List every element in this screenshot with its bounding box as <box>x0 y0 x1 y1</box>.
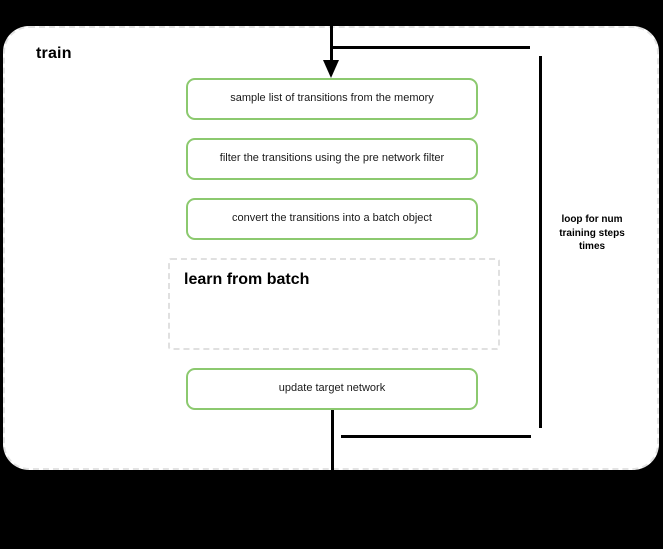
loop-corner-bottom-right <box>0 17 17 34</box>
entry-wire <box>330 0 333 62</box>
node-update-target-network[interactable]: update target network <box>186 368 478 410</box>
loop-wire-top <box>332 46 530 49</box>
node-convert-to-batch-label: convert the transitions into a batch obj… <box>232 212 432 225</box>
learn-from-batch-title: learn from batch <box>184 271 310 288</box>
node-update-target-network-label: update target network <box>278 382 386 395</box>
learn-from-batch-block[interactable]: learn from batch <box>168 258 500 350</box>
train-block-title: train <box>36 45 72 62</box>
node-sample-transitions[interactable]: sample list of transitions from the memo… <box>186 78 478 120</box>
loop-wire-right <box>539 56 542 428</box>
node-filter-transitions-label: filter the transitions using the pre net… <box>219 152 445 165</box>
loop-corner-top-right <box>0 0 17 17</box>
node-sample-transitions-label: sample list of transitions from the memo… <box>230 92 434 105</box>
node-filter-transitions[interactable]: filter the transitions using the pre net… <box>186 138 478 180</box>
exit-wire <box>331 406 334 472</box>
loop-annotation-label: loop for num training steps times <box>559 214 625 252</box>
loop-wire-bottom <box>341 435 531 438</box>
entry-arrowhead-icon <box>323 60 339 78</box>
node-convert-to-batch[interactable]: convert the transitions into a batch obj… <box>186 198 478 240</box>
